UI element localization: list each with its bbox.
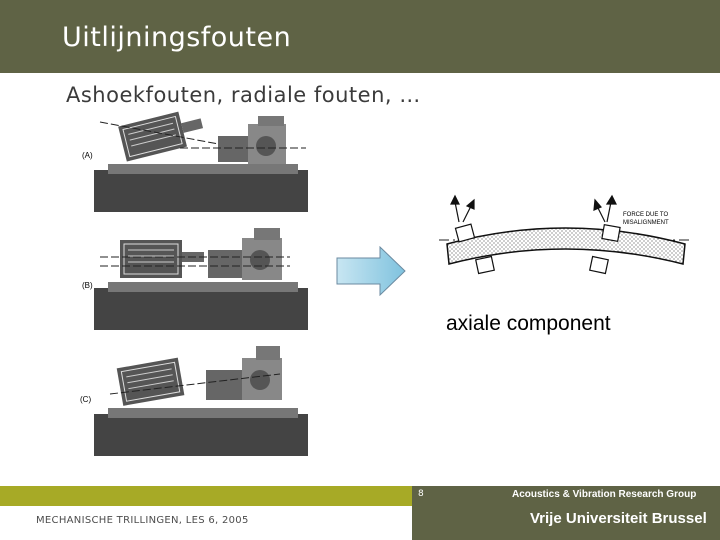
force-annotation-line1: FORCE DUE TO: [623, 212, 668, 218]
pump-alignment-figure: (A) (B) (C): [80, 108, 312, 468]
label-a: (A): [82, 151, 93, 160]
pump-set-b: (B): [82, 228, 308, 330]
right-arrow-icon: [336, 246, 406, 296]
pump-set-c: (C): [80, 346, 308, 456]
slide-title: Uitlijningsfouten: [62, 22, 291, 53]
force-annotation-line2: MISALIGNMENT: [623, 220, 669, 226]
label-c: (C): [80, 395, 91, 404]
university-name: Vrije Universiteit Brussel: [530, 510, 707, 527]
slide-subtitle: Ashoekfouten, radiale fouten, …: [66, 83, 421, 107]
research-group: Acoustics & Vibration Research Group: [512, 489, 696, 500]
misaligned-shaft-diagram: FORCE DUE TO MISALIGNMENT: [435, 192, 695, 292]
pump-set-a: (A): [82, 108, 308, 212]
figure-caption: axiale component: [446, 312, 611, 336]
footer-accent-bar: [0, 486, 412, 506]
page-number: 8: [418, 489, 424, 499]
label-b: (B): [82, 281, 93, 290]
course-title: MECHANISCHE TRILLINGEN, LES 6, 2005: [36, 515, 249, 526]
